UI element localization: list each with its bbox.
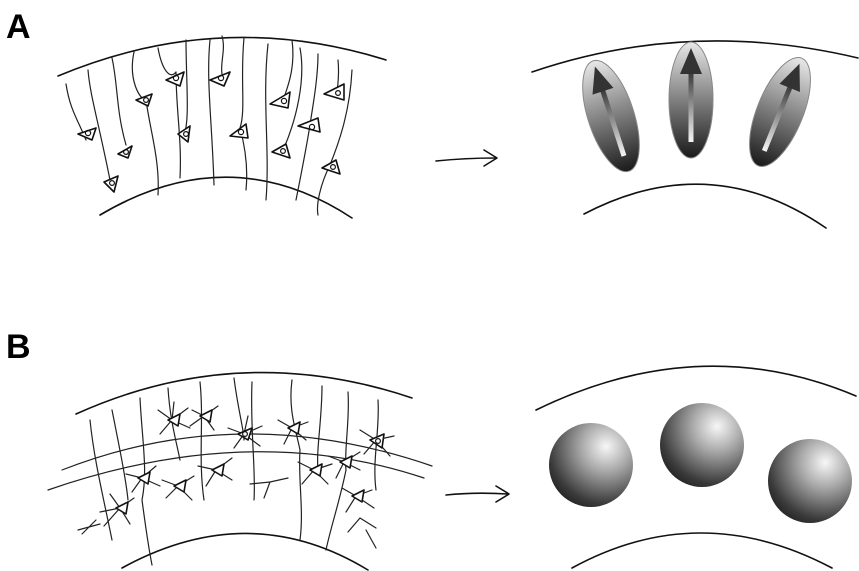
panel-a-dipoles xyxy=(532,41,858,228)
right-arrow-b xyxy=(446,486,509,502)
cortex-outer-arc-b-right xyxy=(536,366,856,410)
dipole-ellipse-1 xyxy=(571,54,651,179)
sphere-1 xyxy=(549,423,633,507)
cortex-inner-arc-b xyxy=(122,533,368,570)
stellate-dendrites-b xyxy=(78,402,394,548)
cortex-inner-arc-a-right xyxy=(584,184,826,228)
panel-a-neurons xyxy=(58,36,386,218)
stellate-somata-b xyxy=(116,410,384,514)
panel-b-spheres xyxy=(536,366,856,568)
horizontal-fiber-2 xyxy=(48,452,424,490)
dipole-ellipse-2 xyxy=(669,42,713,158)
vertical-fibers-b xyxy=(90,378,378,565)
sphere-3 xyxy=(768,439,852,523)
panel-b-neurons xyxy=(48,373,432,570)
cortex-inner-arc-a xyxy=(100,177,352,218)
dipole-ellipse-3 xyxy=(737,50,823,175)
cortex-inner-arc-b-right xyxy=(572,533,832,568)
sphere-2 xyxy=(660,403,744,487)
right-arrow-a xyxy=(436,150,497,166)
cortex-outer-arc-b xyxy=(76,373,412,414)
